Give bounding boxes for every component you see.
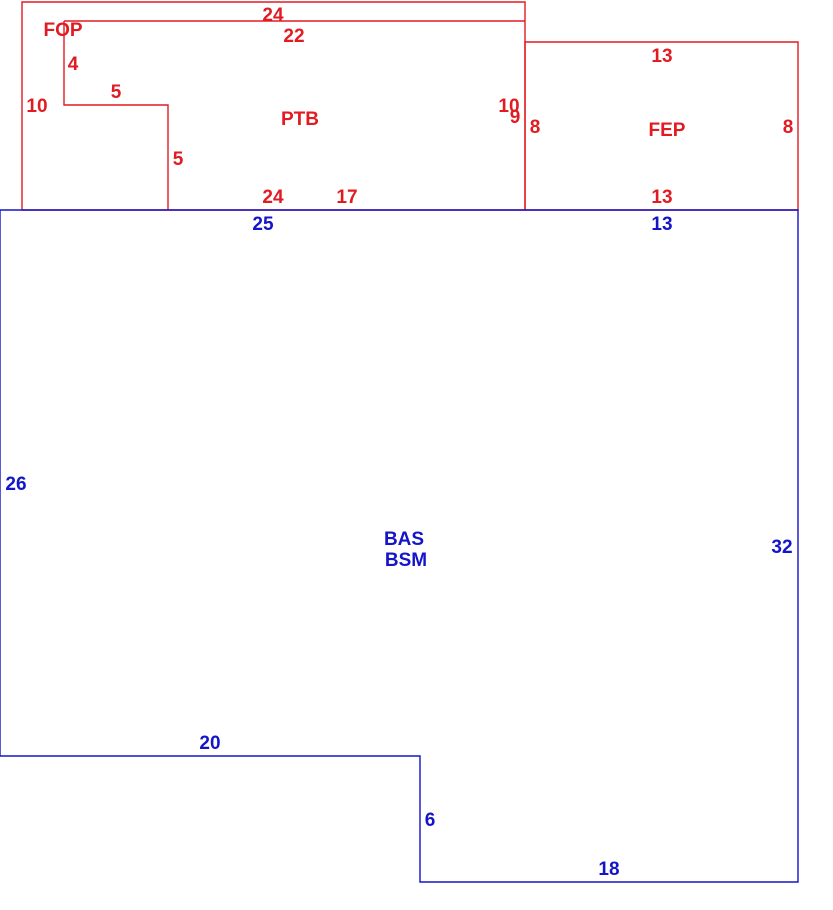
dim-bas-bottom-left: 20 <box>199 733 220 754</box>
dim-fop-left: 10 <box>26 96 47 117</box>
dim-bas-right: 32 <box>771 537 792 558</box>
dim-fep-right: 8 <box>783 117 794 138</box>
dim-fop-ptb-top: 24 <box>262 5 284 26</box>
dim-fep-bottom: 13 <box>651 187 672 208</box>
fop-ptb-outline <box>21 1 526 211</box>
dim-bas-bottom-right: 18 <box>598 859 619 880</box>
dim-fep-left: 8 <box>530 117 541 138</box>
dim-bas-notch: 6 <box>425 810 436 831</box>
dim-ptb-step-side: 5 <box>173 149 184 170</box>
dim-ptb-top-inner: 22 <box>283 26 304 47</box>
dim-ptb-bottom-b: 17 <box>336 187 357 208</box>
dim-ptb-right-a: 10 <box>498 96 519 117</box>
dim-fop-side: 4 <box>68 54 79 75</box>
dim-ptb-bottom-a: 24 <box>262 187 284 208</box>
upper-structures <box>21 1 799 211</box>
area-label-bas: BAS <box>384 529 424 550</box>
bas-outline <box>0 209 799 883</box>
dim-fop-step: 5 <box>111 82 122 103</box>
dim-bas-top-right: 13 <box>651 214 672 235</box>
dim-bas-top-left: 25 <box>252 214 274 235</box>
area-label-ptb: PTB <box>281 109 319 130</box>
dim-fep-top: 13 <box>651 46 672 67</box>
dim-bas-left: 26 <box>5 474 26 495</box>
area-label-bsm: BSM <box>385 550 427 571</box>
dim-ptb-right-b: 9 <box>510 107 521 128</box>
area-label-fop: FOP <box>43 20 82 41</box>
area-label-fep: FEP <box>649 120 686 141</box>
fop-step-outline <box>63 21 169 210</box>
